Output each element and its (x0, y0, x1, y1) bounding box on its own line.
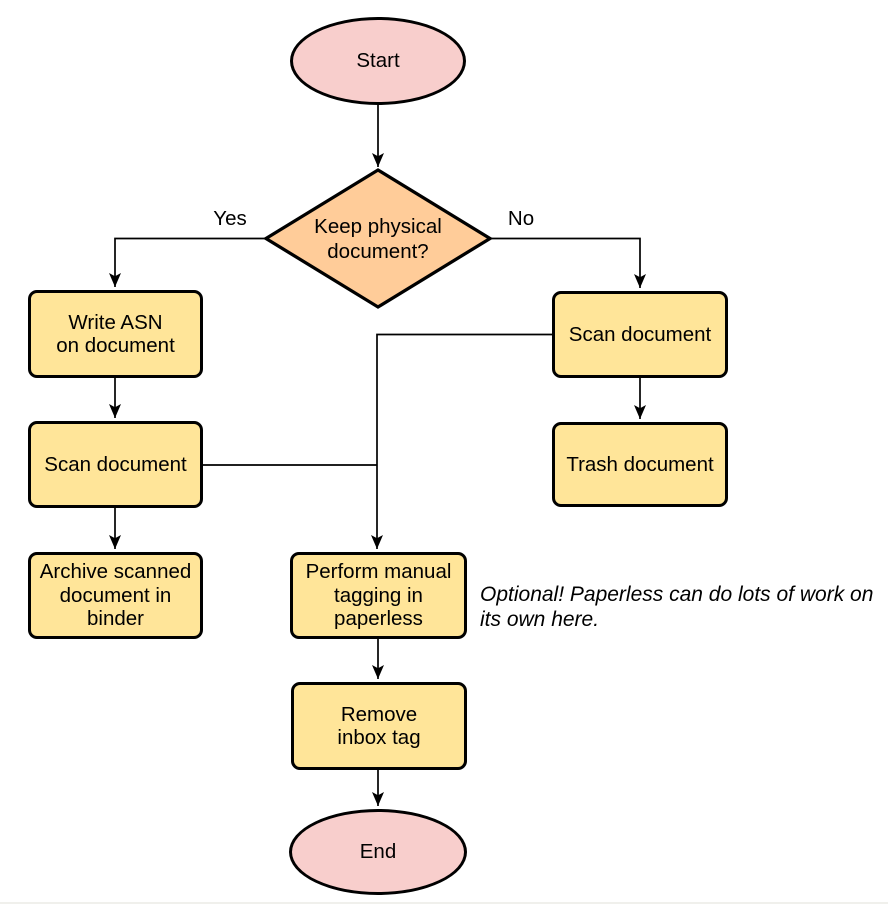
node-write-asn: Write ASN on document (28, 290, 203, 378)
optional-annotation: Optional! Paperless can do lots of work … (480, 583, 874, 631)
edge-scan-right-to-tagging (371, 333, 552, 549)
edge-label-yes: Yes (211, 207, 249, 231)
decision-diamond-shape (262, 168, 494, 309)
node-scan-document-right: Scan document (552, 291, 728, 378)
bottom-divider (0, 902, 888, 904)
edge-label-no: No (505, 207, 537, 231)
node-end-label: End (359, 840, 397, 864)
node-scan-document-left: Scan document (28, 421, 203, 508)
node-manual-tagging: Perform manual tagging in paperless (290, 552, 467, 639)
node-archive-scanned-label: Archive scanned document in binder (39, 560, 192, 631)
node-archive-scanned: Archive scanned document in binder (28, 552, 203, 639)
node-scan-document-left-label: Scan document (44, 452, 187, 476)
node-trash-document: Trash document (552, 422, 728, 507)
node-decision: Keep physical document? (266, 170, 490, 307)
node-start-label: Start (356, 49, 400, 73)
node-scan-document-right-label: Scan document (568, 322, 712, 346)
node-end: End (289, 809, 467, 895)
node-write-asn-label: Write ASN on document (56, 310, 175, 358)
edge-decision-no-to-scan-right (490, 237, 646, 288)
node-start: Start (290, 17, 466, 105)
node-remove-inbox-tag-label: Remove inbox tag (337, 702, 421, 750)
node-manual-tagging-label: Perform manual tagging in paperless (305, 560, 452, 631)
node-decision-label: Keep physical document? (314, 214, 442, 263)
node-trash-document-label: Trash document (566, 452, 714, 476)
node-remove-inbox-tag: Remove inbox tag (291, 682, 467, 770)
edge-decision-yes-to-write-asn (109, 237, 266, 287)
